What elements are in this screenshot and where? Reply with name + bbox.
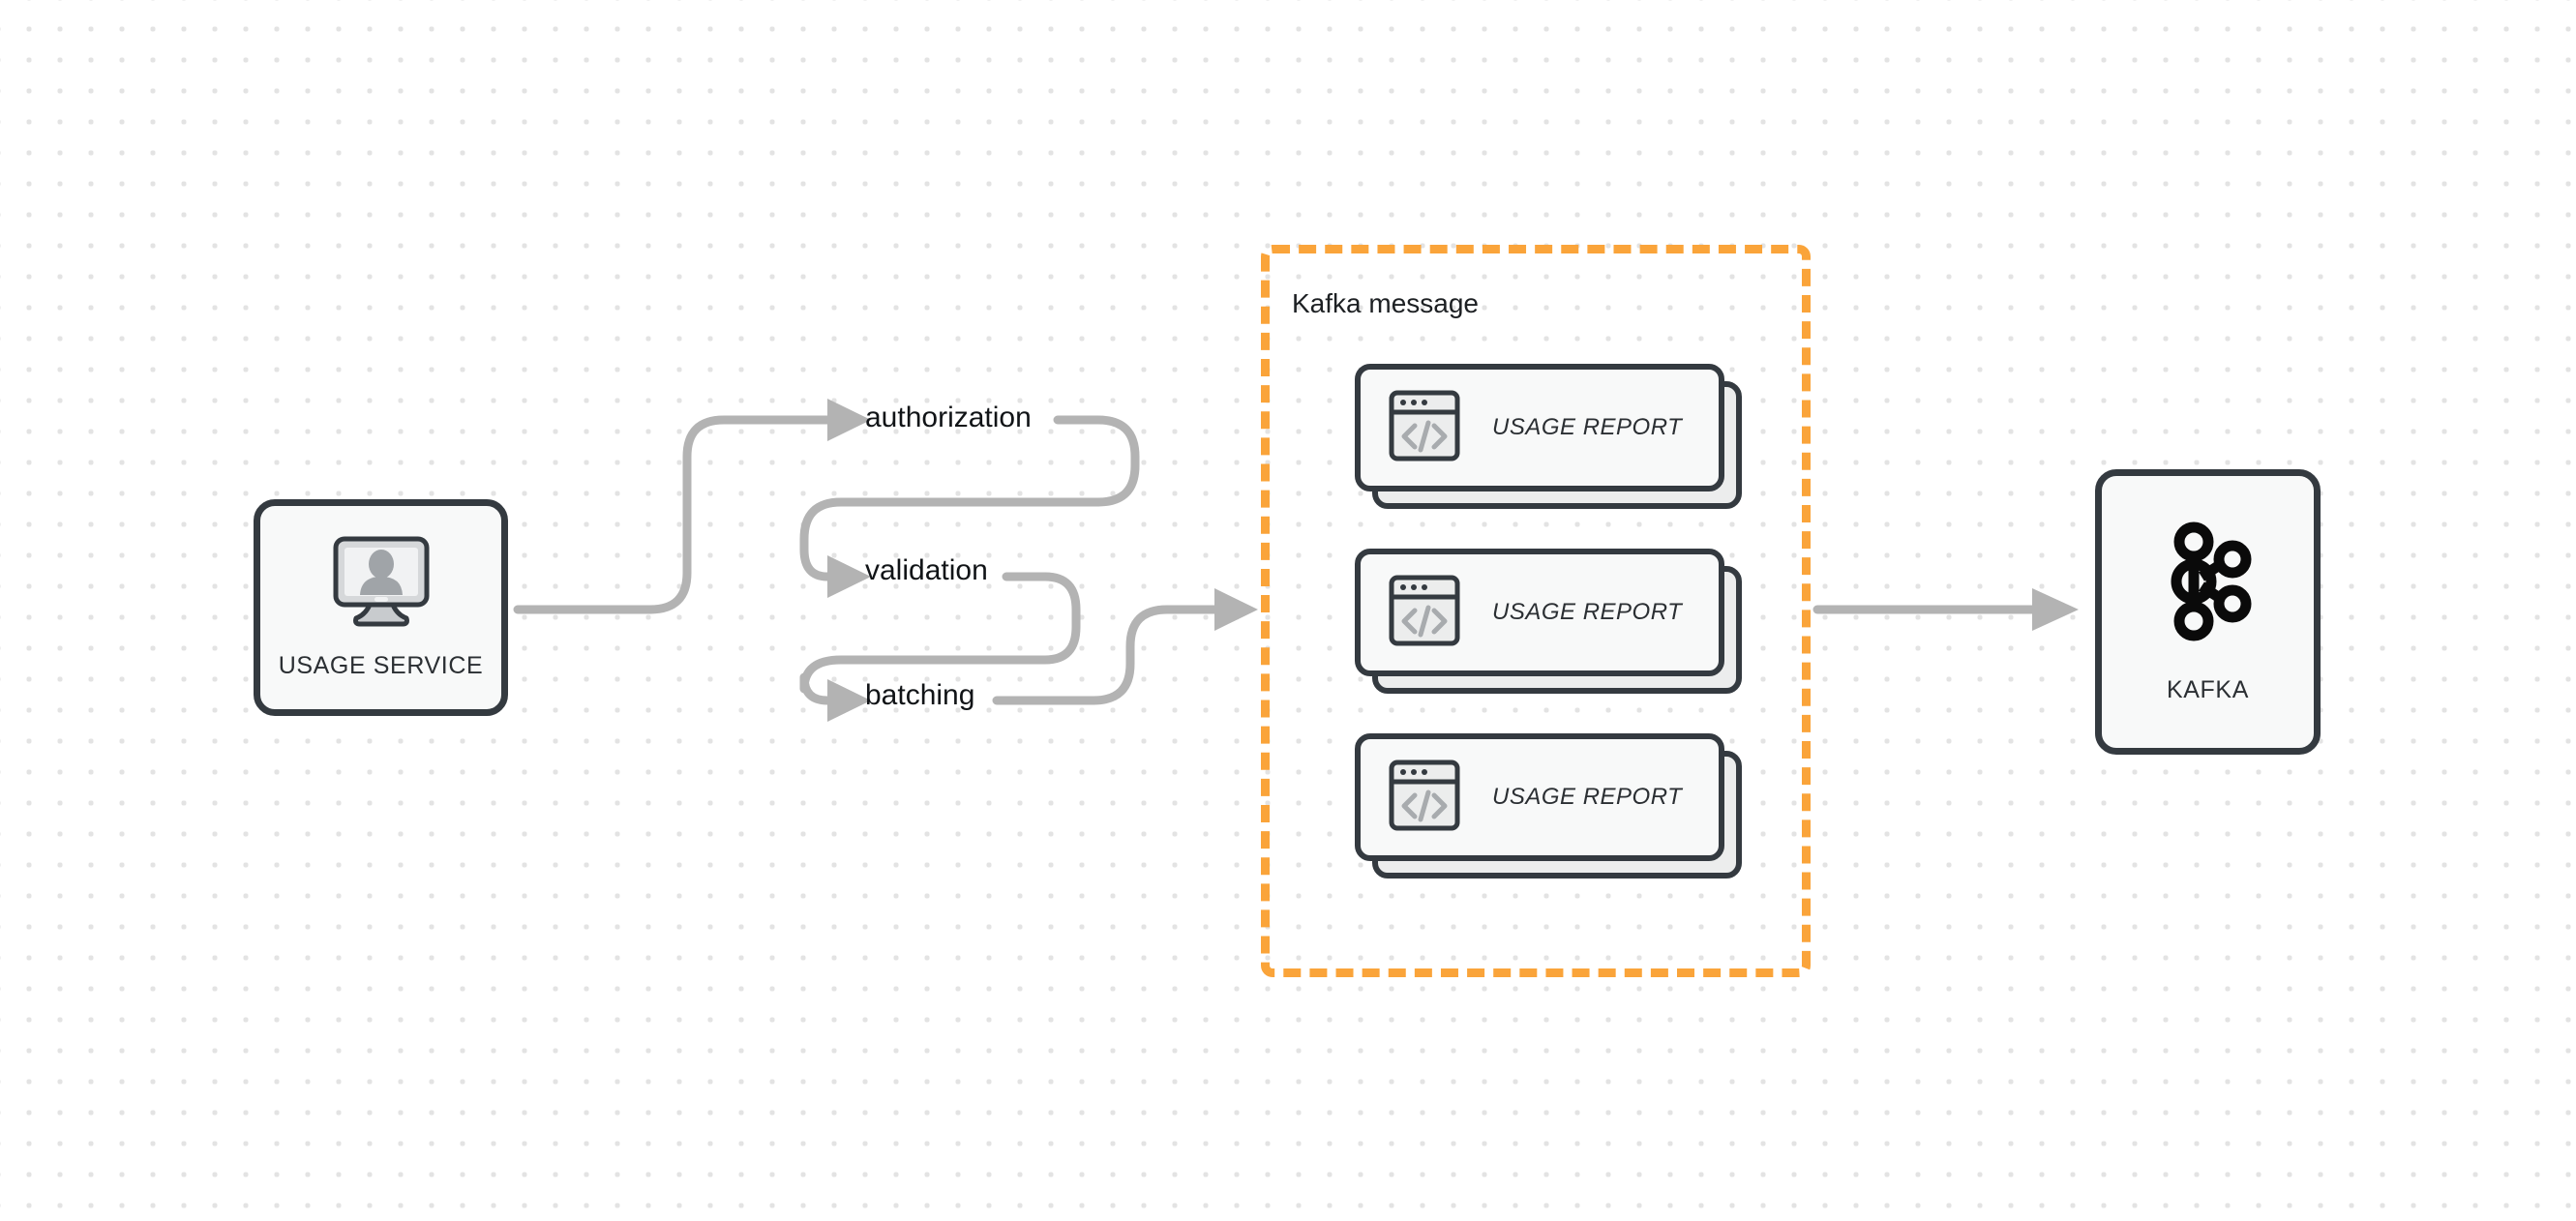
card-usage-report[interactable]: USAGE REPORT	[1355, 364, 1742, 509]
stage-label-authorization: authorization	[865, 402, 1032, 433]
card-face: USAGE REPORT	[1355, 364, 1724, 491]
connector-service-to-authorization	[513, 415, 832, 614]
card-face: USAGE REPORT	[1355, 733, 1724, 861]
connector-batching-to-kafka-message	[992, 605, 1219, 705]
node-kafka[interactable]: KAFKA	[2095, 469, 2321, 755]
node-kafka-label: KAFKA	[2167, 675, 2249, 703]
node-usage-service[interactable]: USAGE SERVICE	[254, 499, 508, 716]
code-window-icon	[1388, 574, 1461, 652]
kafka-logo-icon	[2157, 521, 2260, 647]
card-usage-report[interactable]: USAGE REPORT	[1355, 733, 1742, 879]
stage-label-batching: batching	[865, 679, 975, 711]
group-kafka-message	[1261, 245, 1811, 977]
stage-label-validation: validation	[865, 554, 988, 586]
card-face: USAGE REPORT	[1355, 549, 1724, 676]
group-kafka-message-title: Kafka message	[1292, 288, 1479, 318]
node-usage-service-label: USAGE SERVICE	[278, 652, 484, 679]
code-window-icon	[1388, 389, 1461, 467]
arrowhead-kafka-message	[1214, 588, 1258, 631]
card-usage-report[interactable]: USAGE REPORT	[1355, 549, 1742, 694]
card-usage-report-label: USAGE REPORT	[1492, 784, 1683, 810]
code-window-icon	[1388, 759, 1461, 837]
connector-authorization-to-validation	[799, 415, 1140, 581]
card-usage-report-label: USAGE REPORT	[1492, 414, 1683, 440]
monitor-user-icon	[331, 535, 432, 633]
arrowhead-kafka	[2032, 588, 2079, 631]
card-usage-report-label: USAGE REPORT	[1492, 599, 1683, 625]
